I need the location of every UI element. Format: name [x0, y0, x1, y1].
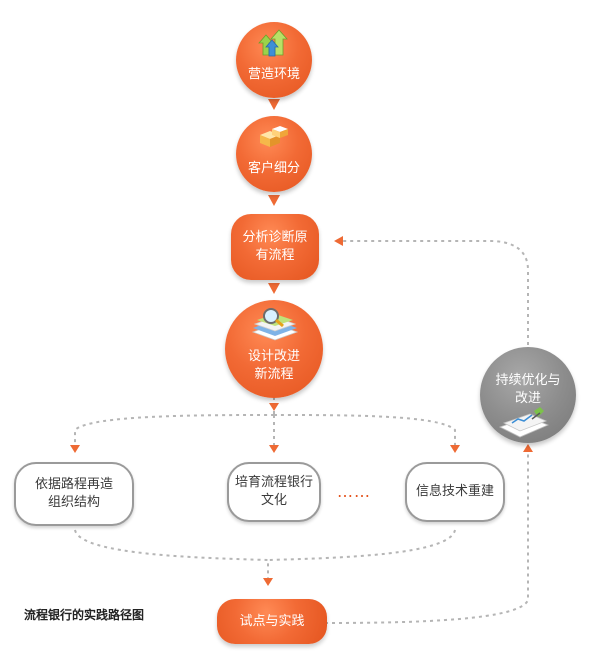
arrow-down-icon: [263, 578, 273, 586]
arrow-down-icon: [268, 99, 280, 110]
node-cultivate-culture: 培育流程银行 文化: [227, 462, 321, 522]
node-label: 信息技术重建: [415, 484, 494, 499]
ellipsis: ……: [337, 482, 371, 501]
documents-chart-icon: [498, 407, 550, 438]
node-label-line1: 持续优化与: [495, 373, 561, 388]
node-label-line1: 培育流程银行: [234, 475, 313, 490]
node-label: 试点与实践: [239, 613, 305, 629]
node-label-line2: 组织结构: [47, 495, 100, 510]
diagram-caption: 流程银行的实践路径图: [24, 608, 145, 622]
arrow-down-icon: [70, 445, 80, 453]
boxes-icon: [260, 126, 288, 147]
node-continuous-improvement: 持续优化与 改进: [480, 347, 576, 443]
arrow-down-icon: [269, 445, 279, 453]
arrow-left-icon: [334, 236, 343, 246]
arrow-down-icon: [268, 283, 280, 294]
node-label-line1: 设计改进: [247, 349, 300, 364]
node-create-environment: 营造环境: [236, 22, 312, 98]
node-label-line2: 文化: [260, 493, 287, 508]
branch-arrowheads: [70, 236, 533, 586]
arrows-up-icon: [258, 29, 288, 57]
node-design-process: 设计改进 新流程: [225, 300, 323, 398]
node-customer-segmentation: 客户细分: [236, 116, 312, 192]
node-analyze-process: 分析诊断原 有流程: [231, 214, 319, 280]
node-label-line2: 改进: [514, 391, 541, 406]
arrow-down-icon: [450, 445, 460, 453]
main-arrows: [268, 99, 280, 294]
node-pilot-practice: 试点与实践: [217, 599, 327, 644]
node-label-line2: 有流程: [255, 248, 295, 263]
node-label-line1: 分析诊断原: [242, 230, 308, 245]
node-label: 营造环境: [247, 67, 300, 82]
arrow-up-icon: [523, 444, 533, 452]
arrow-down-icon: [269, 403, 279, 411]
node-label: 客户细分: [247, 161, 300, 176]
node-label-line2: 新流程: [254, 367, 294, 382]
books-magnifier-icon: [251, 308, 299, 341]
arrow-down-icon: [268, 195, 280, 206]
node-rebuild-it: 信息技术重建: [405, 462, 505, 522]
node-label-line1: 依据路程再造: [34, 477, 113, 492]
node-restructure-organization: 依据路程再造 组织结构: [14, 462, 134, 526]
branch-connectors: [74, 240, 529, 624]
